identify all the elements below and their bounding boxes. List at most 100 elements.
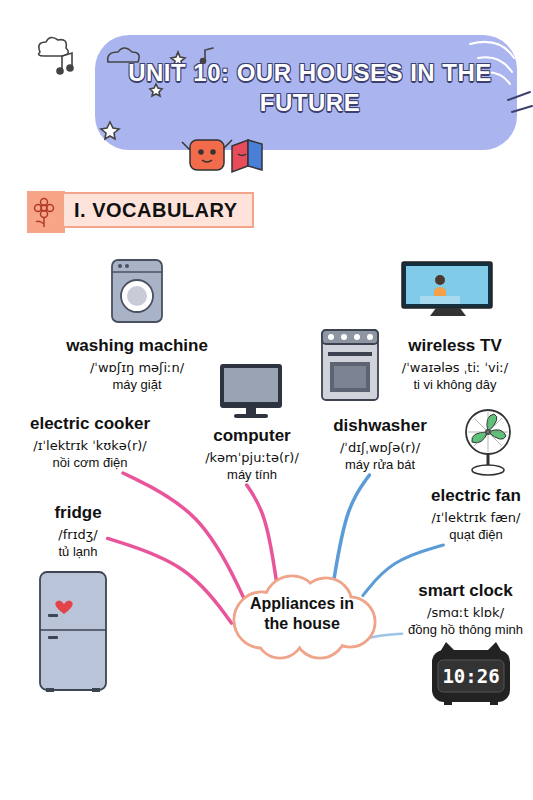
node-text: Appliances in the house	[240, 594, 364, 634]
fridge-icon	[40, 572, 106, 692]
mascots-part	[199, 150, 203, 154]
section-icon-part-part	[36, 217, 44, 227]
mascots-part	[232, 140, 248, 172]
meaning: nồi cơm điện	[30, 454, 150, 471]
fridge-icon-part	[40, 572, 106, 690]
word: smart clock	[408, 580, 523, 601]
section-icon-part-part	[41, 199, 48, 206]
tv-icon-part	[430, 308, 466, 316]
mascots	[182, 140, 262, 172]
doodles-part	[67, 65, 73, 71]
section-icon-part-part	[35, 205, 42, 212]
meaning: tủ lạnh	[54, 543, 101, 560]
computer-icon	[220, 364, 282, 418]
fan-icon-part	[468, 412, 508, 452]
mascots-part	[182, 140, 232, 150]
meaning: đồng hồ thông minh	[408, 621, 523, 638]
tv-icon-part	[402, 262, 492, 308]
branch-line	[108, 538, 232, 623]
clock-icon-part	[444, 700, 452, 705]
mascots-part	[190, 140, 224, 170]
doodles-part	[62, 53, 72, 70]
word: washing machine	[66, 335, 208, 356]
center-cloud: Appliances in the house	[222, 568, 382, 660]
vocabulary-item: electric fan/ɪˈlektrɪk fæn/quạt điện	[425, 483, 527, 545]
fridge-icon-part	[46, 688, 54, 692]
section-icon-part-part	[47, 205, 54, 212]
clock-icon	[432, 642, 510, 705]
mascots-part	[248, 140, 262, 170]
dishwasher-icon-part	[328, 334, 334, 340]
dishwasher-icon-part	[322, 330, 378, 400]
branch-line	[247, 485, 277, 581]
fridge-icon-part	[55, 600, 72, 614]
word: computer	[205, 425, 299, 446]
word: wireless TV	[402, 335, 508, 356]
washing-machine-icon-part	[121, 280, 153, 312]
clock-icon-part	[438, 660, 504, 692]
phonetic: /frɪdʒ/	[54, 526, 101, 543]
washing-machine-icon-part	[127, 286, 147, 306]
washing-machine-icon-part	[112, 271, 162, 273]
section-header: I. VOCABULARY	[62, 192, 254, 228]
phonetic: /ˈwaɪələs ˌtiː ˈviː/	[402, 359, 508, 376]
title-banner-part	[95, 35, 517, 150]
doodles-part	[39, 37, 69, 56]
section-icon-part-part	[41, 211, 48, 218]
fan-icon-part	[472, 465, 504, 475]
dishwasher-icon	[322, 330, 378, 400]
vocabulary-item: washing machine/ˈwɒʃɪŋ məʃiːn/máy giặt	[60, 333, 214, 395]
dishwasher-icon-part	[322, 330, 378, 344]
washing-machine-icon-part	[112, 260, 162, 322]
clock-display: 10:26	[442, 665, 499, 687]
meaning: máy rửa bát	[333, 456, 427, 473]
vocabulary-item: smart clock/smɑːt klɒk/đồng hồ thông min…	[402, 578, 529, 640]
doodles-part	[205, 48, 213, 60]
phonetic: /smɑːt klɒk/	[408, 604, 523, 621]
dishwasher-icon-part	[354, 334, 360, 340]
dishwasher-icon-part	[330, 362, 370, 392]
fridge-icon-part	[48, 636, 58, 639]
clock-icon-part	[490, 700, 498, 705]
branch-line	[334, 475, 369, 579]
unit-title: UNIT 10: OUR HOUSES IN THE FUTURE	[128, 58, 492, 118]
vocabulary-item: dishwasher/ˈdɪʃˌwɒʃə(r)/máy rửa bát	[327, 413, 433, 475]
fan-icon-part	[472, 414, 506, 443]
tv-icon	[402, 262, 492, 316]
meaning: máy giặt	[66, 376, 208, 393]
dishwasher-icon-part	[367, 334, 373, 340]
tv-icon-part	[435, 275, 445, 285]
fan-icon	[466, 410, 510, 475]
computer-icon-part	[246, 408, 256, 414]
word: electric fan	[431, 485, 521, 506]
node-text: I. VOCABULARY	[74, 199, 238, 221]
computer-icon-part	[220, 364, 282, 408]
dishwasher-icon-part	[334, 366, 366, 388]
phonetic: /ˈwɒʃɪŋ məʃiːn/	[66, 359, 208, 376]
doodles-part	[101, 122, 119, 139]
computer-icon-part	[234, 414, 268, 418]
section-icon	[28, 192, 64, 232]
mascots-part	[202, 160, 212, 162]
computer-icon-part	[224, 368, 278, 402]
phonetic: /ɪˈlektrɪk ˈkʊkə(r)/	[30, 437, 150, 454]
title-banner-part	[508, 92, 532, 112]
tv-icon-part	[406, 266, 488, 304]
vocabulary-item: electric cooker/ɪˈlektrɪk ˈkʊkə(r)/nồi c…	[24, 411, 156, 473]
branch-line	[123, 473, 244, 599]
section-icon-part	[35, 199, 54, 228]
vocabulary-item: wireless TV/ˈwaɪələs ˌtiː ˈviː/ti vi khô…	[396, 333, 514, 395]
word: electric cooker	[30, 413, 150, 434]
fridge-icon-part	[48, 614, 58, 617]
mascots-part	[238, 154, 246, 156]
meaning: quạt điện	[431, 526, 521, 543]
dishwasher-icon-part	[328, 352, 372, 356]
word: fridge	[54, 502, 101, 523]
doodles	[39, 37, 213, 139]
washing-machine-icon	[112, 260, 162, 322]
clock-icon-part	[432, 650, 510, 702]
mascots-part	[211, 150, 215, 154]
washing-machine-icon-part	[125, 264, 129, 268]
meaning: máy tính	[205, 466, 299, 483]
